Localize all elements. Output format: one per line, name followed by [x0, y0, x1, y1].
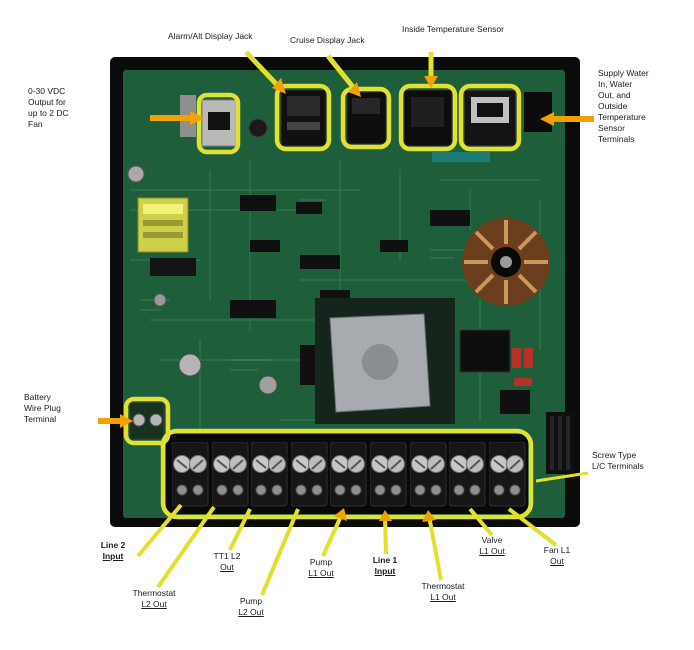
capacitor	[248, 118, 268, 138]
leader-pump-l1	[321, 513, 344, 557]
teal-header	[432, 152, 490, 162]
label-line: Input	[374, 566, 396, 577]
label-line: L2 Out	[141, 599, 167, 610]
leader-arrowheads	[334, 508, 436, 522]
callout-box-terminal-strip	[160, 428, 534, 520]
leader-thermostat-l2	[156, 505, 216, 589]
label-pump-l1-out: Pump L1 Out	[294, 557, 348, 579]
leader-valve-l1	[468, 507, 494, 537]
label-line: Fan L1	[543, 545, 571, 555]
label-tt1-l2-out: TT1 L2 Out	[200, 551, 254, 573]
callout-box-sensor-terminals	[458, 83, 522, 152]
label-line: Input	[102, 551, 124, 562]
label-line2-input: Line 2 Input	[84, 540, 142, 562]
electrolytic-cap	[258, 375, 278, 395]
sensor-terminal-jack	[463, 89, 517, 147]
arrow-alarm-jack	[244, 50, 282, 90]
annotation-arrows	[98, 50, 594, 483]
label-line: Out	[220, 562, 234, 573]
label-fan-l1-out: Fan L1 Out	[530, 545, 584, 567]
label-line: Thermostat	[132, 588, 176, 598]
red-components	[512, 348, 533, 386]
label-thermostat-l2-out: Thermostat L2 Out	[120, 588, 188, 610]
terminal-strip	[166, 434, 528, 514]
top-right-component	[524, 92, 552, 132]
label-line: Pump	[309, 557, 333, 567]
terminal-leader-lines	[136, 503, 558, 596]
display-jack-2	[346, 91, 387, 145]
leader-tt1-l2	[228, 508, 252, 551]
label-line: Thermostat	[421, 581, 465, 591]
leader-fan-l1	[507, 507, 558, 547]
label-line: L2 Out	[238, 607, 264, 618]
battery-plug-connector	[129, 402, 165, 440]
label-sensor-terminals: Supply Water In, Water Out, and Outside …	[598, 68, 649, 145]
label-line: Line 2	[100, 540, 126, 550]
toroid-transformer	[462, 218, 550, 306]
label-inside-sensor: Inside Temperature Sensor	[402, 24, 504, 34]
label-line: TT1 L2	[213, 551, 241, 561]
alarm-display-jack	[280, 89, 327, 147]
board-photo	[110, 57, 580, 527]
label-pump-l2-out: Pump L2 Out	[222, 596, 280, 618]
label-line: L1 Out	[479, 546, 505, 557]
yellow-transformer	[137, 197, 189, 253]
electrolytic-cap	[127, 165, 145, 183]
relay-large	[459, 329, 511, 373]
sensor-jack	[403, 89, 453, 147]
label-line: Line 1	[372, 555, 398, 565]
label-battery-terminal: Battery Wire Plug Terminal	[24, 392, 61, 425]
relay	[150, 258, 196, 276]
leader-screw-terminals	[535, 471, 589, 483]
center-module	[315, 298, 455, 424]
label-cruise-jack: Cruise Display Jack	[290, 35, 365, 45]
rj-jack	[201, 99, 237, 147]
label-screw-terminals: Screw Type L/C Terminals	[592, 450, 644, 472]
label-valve-l1-out: Valve L1 Out	[465, 535, 519, 557]
label-thermostat-l1-out: Thermostat L1 Out	[408, 581, 478, 603]
callout-box-inside-sensor	[398, 83, 458, 152]
electrolytic-cap	[153, 293, 167, 307]
label-line: Pump	[239, 596, 263, 606]
label-line: Valve	[481, 535, 503, 545]
right-heatsink	[546, 412, 574, 474]
callout-box-alarm-jack	[274, 83, 332, 152]
label-line: L1 Out	[430, 592, 456, 603]
leader-thermostat-l1	[427, 515, 443, 581]
label-line: L1 Out	[308, 568, 334, 579]
leader-line1-input	[383, 515, 388, 555]
leader-line2-input	[136, 503, 183, 558]
electrolytic-cap	[178, 353, 202, 377]
callout-box-rj-jack	[196, 92, 241, 155]
callout-box-cruise-jack	[340, 86, 392, 150]
leader-pump-l2	[260, 508, 300, 596]
label-line: Out	[550, 556, 564, 567]
label-line1-input: Line 1 Input	[357, 555, 413, 577]
label-alarm-jack: Alarm/Alt Display Jack	[168, 31, 253, 41]
label-fan-output: 0-30 VDC Output for up to 2 DC Fan	[28, 86, 69, 130]
arrow-cruise-jack	[326, 54, 359, 94]
